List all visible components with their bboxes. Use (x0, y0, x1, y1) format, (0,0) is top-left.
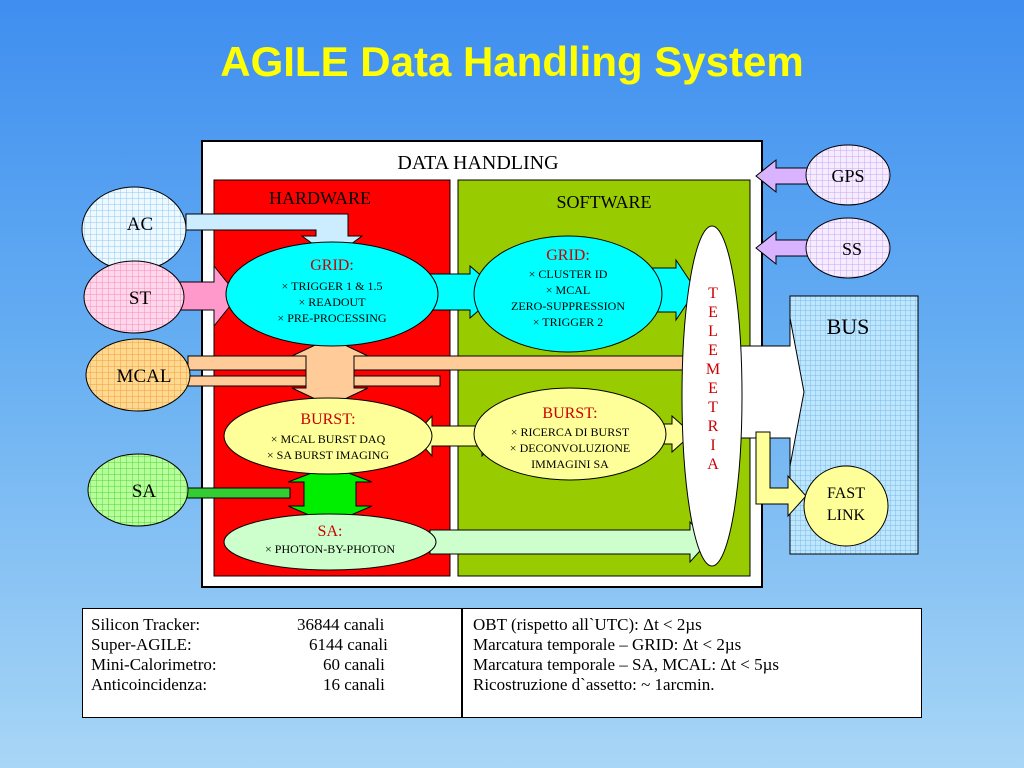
sw-grid-item: × CLUSTER ID (529, 267, 608, 281)
timing-row: Marcatura temporale – SA, MCAL: Δt < 5µs (473, 655, 780, 674)
ss-arrow (755, 230, 813, 266)
telemetria-letter: E (708, 304, 718, 321)
sw-burst-node (473, 387, 667, 481)
sa-label: SA (132, 481, 157, 502)
hw-sa-node (223, 513, 437, 571)
hw-grid-item: × TRIGGER 1 & 1.5 (282, 279, 383, 293)
hw-grid-node (225, 241, 439, 347)
channel-row: Super-AGILE:6144 canali (91, 635, 388, 654)
fast-link-label-1: FAST (827, 485, 865, 502)
timing-row: Ricostruzione d`assetto: ~ 1arcmin. (473, 675, 715, 694)
telemetria-letter: I (710, 437, 715, 454)
telemetria-letter: E (708, 342, 718, 359)
sw-burst-title: BURST: (542, 405, 597, 422)
sa-tm-arrow (429, 520, 709, 564)
mcal-bar-upper (187, 355, 691, 371)
hw-burst-title: BURST: (300, 411, 355, 428)
mcal-label: MCAL (117, 366, 172, 387)
data-handling-label: DATA HANDLING (397, 152, 558, 174)
telemetria-node (681, 225, 743, 567)
fast-link-label-2: LINK (827, 507, 866, 524)
st-node (83, 260, 185, 334)
hw-sa-title: SA: (318, 523, 343, 540)
st-label: ST (129, 288, 152, 309)
channel-row: Anticoincidenza:16 canali (91, 675, 385, 694)
hw-sa-item: × PHOTON-BY-PHOTON (265, 542, 395, 556)
bus-label: BUS (827, 314, 870, 339)
hw-grid-item: × PRE-PROCESSING (277, 311, 386, 325)
telemetria-letter: L (708, 323, 718, 340)
sw-grid-node (473, 235, 663, 353)
telemetria-letter: M (706, 361, 720, 378)
telemetria-letter: T (708, 285, 718, 302)
telemetria-letter: A (707, 456, 719, 473)
ss-node (805, 217, 891, 279)
sw-burst-item: × RICERCA DI BURST (511, 425, 630, 439)
telemetria-letters: T E L E M E T R I A (706, 285, 720, 473)
ss-label: SS (842, 239, 862, 259)
fast-link-node (803, 465, 889, 547)
gps-node (805, 144, 891, 206)
gps-arrow (755, 158, 813, 194)
sw-grid-item: × MCAL (546, 283, 590, 297)
telemetria-bus-arrow (739, 317, 805, 467)
ac-label: AC (127, 214, 153, 235)
hw-burst-item: × MCAL BURST DAQ (271, 432, 386, 446)
sa-node (87, 453, 189, 527)
telemetria-letter: R (708, 418, 719, 435)
timing-row: Marcatura temporale – GRID: Δt < 2µs (473, 635, 742, 654)
sw-burst-item: × DECONVOLUZIONE (510, 441, 630, 455)
software-label: SOFTWARE (556, 192, 651, 212)
telemetria-letter: T (708, 399, 718, 416)
telemetria-letter: E (708, 380, 718, 397)
sw-grid-title: GRID: (546, 247, 590, 264)
timing-box: OBT (rispetto all`UTC): Δt < 2µs Marcatu… (462, 608, 922, 718)
mcal-node (85, 338, 191, 412)
sa-bar (171, 487, 291, 499)
timing-row: OBT (rispetto all`UTC): Δt < 2µs (473, 615, 702, 634)
hw-burst-node (223, 397, 433, 475)
hw-grid-item: × READOUT (298, 295, 366, 309)
gps-label: GPS (831, 166, 864, 186)
sw-grid-item: ZERO-SUPPRESSION (511, 299, 625, 313)
channel-row: Mini-Calorimetro:60 canali (91, 655, 385, 674)
page-title: AGILE Data Handling System (220, 38, 804, 85)
hw-burst-item: × SA BURST IMAGING (267, 448, 390, 462)
sw-grid-item: × TRIGGER 2 (533, 315, 604, 329)
channels-box: Silicon Tracker:36844 canali Super-AGILE… (82, 608, 462, 718)
hw-grid-title: GRID: (310, 257, 354, 274)
telemetria-fastlink-arrow (755, 431, 807, 518)
channel-row: Silicon Tracker:36844 canali (91, 615, 385, 634)
sw-burst-item: IMMAGINI SA (531, 457, 609, 471)
hardware-label: HARDWARE (269, 188, 371, 208)
